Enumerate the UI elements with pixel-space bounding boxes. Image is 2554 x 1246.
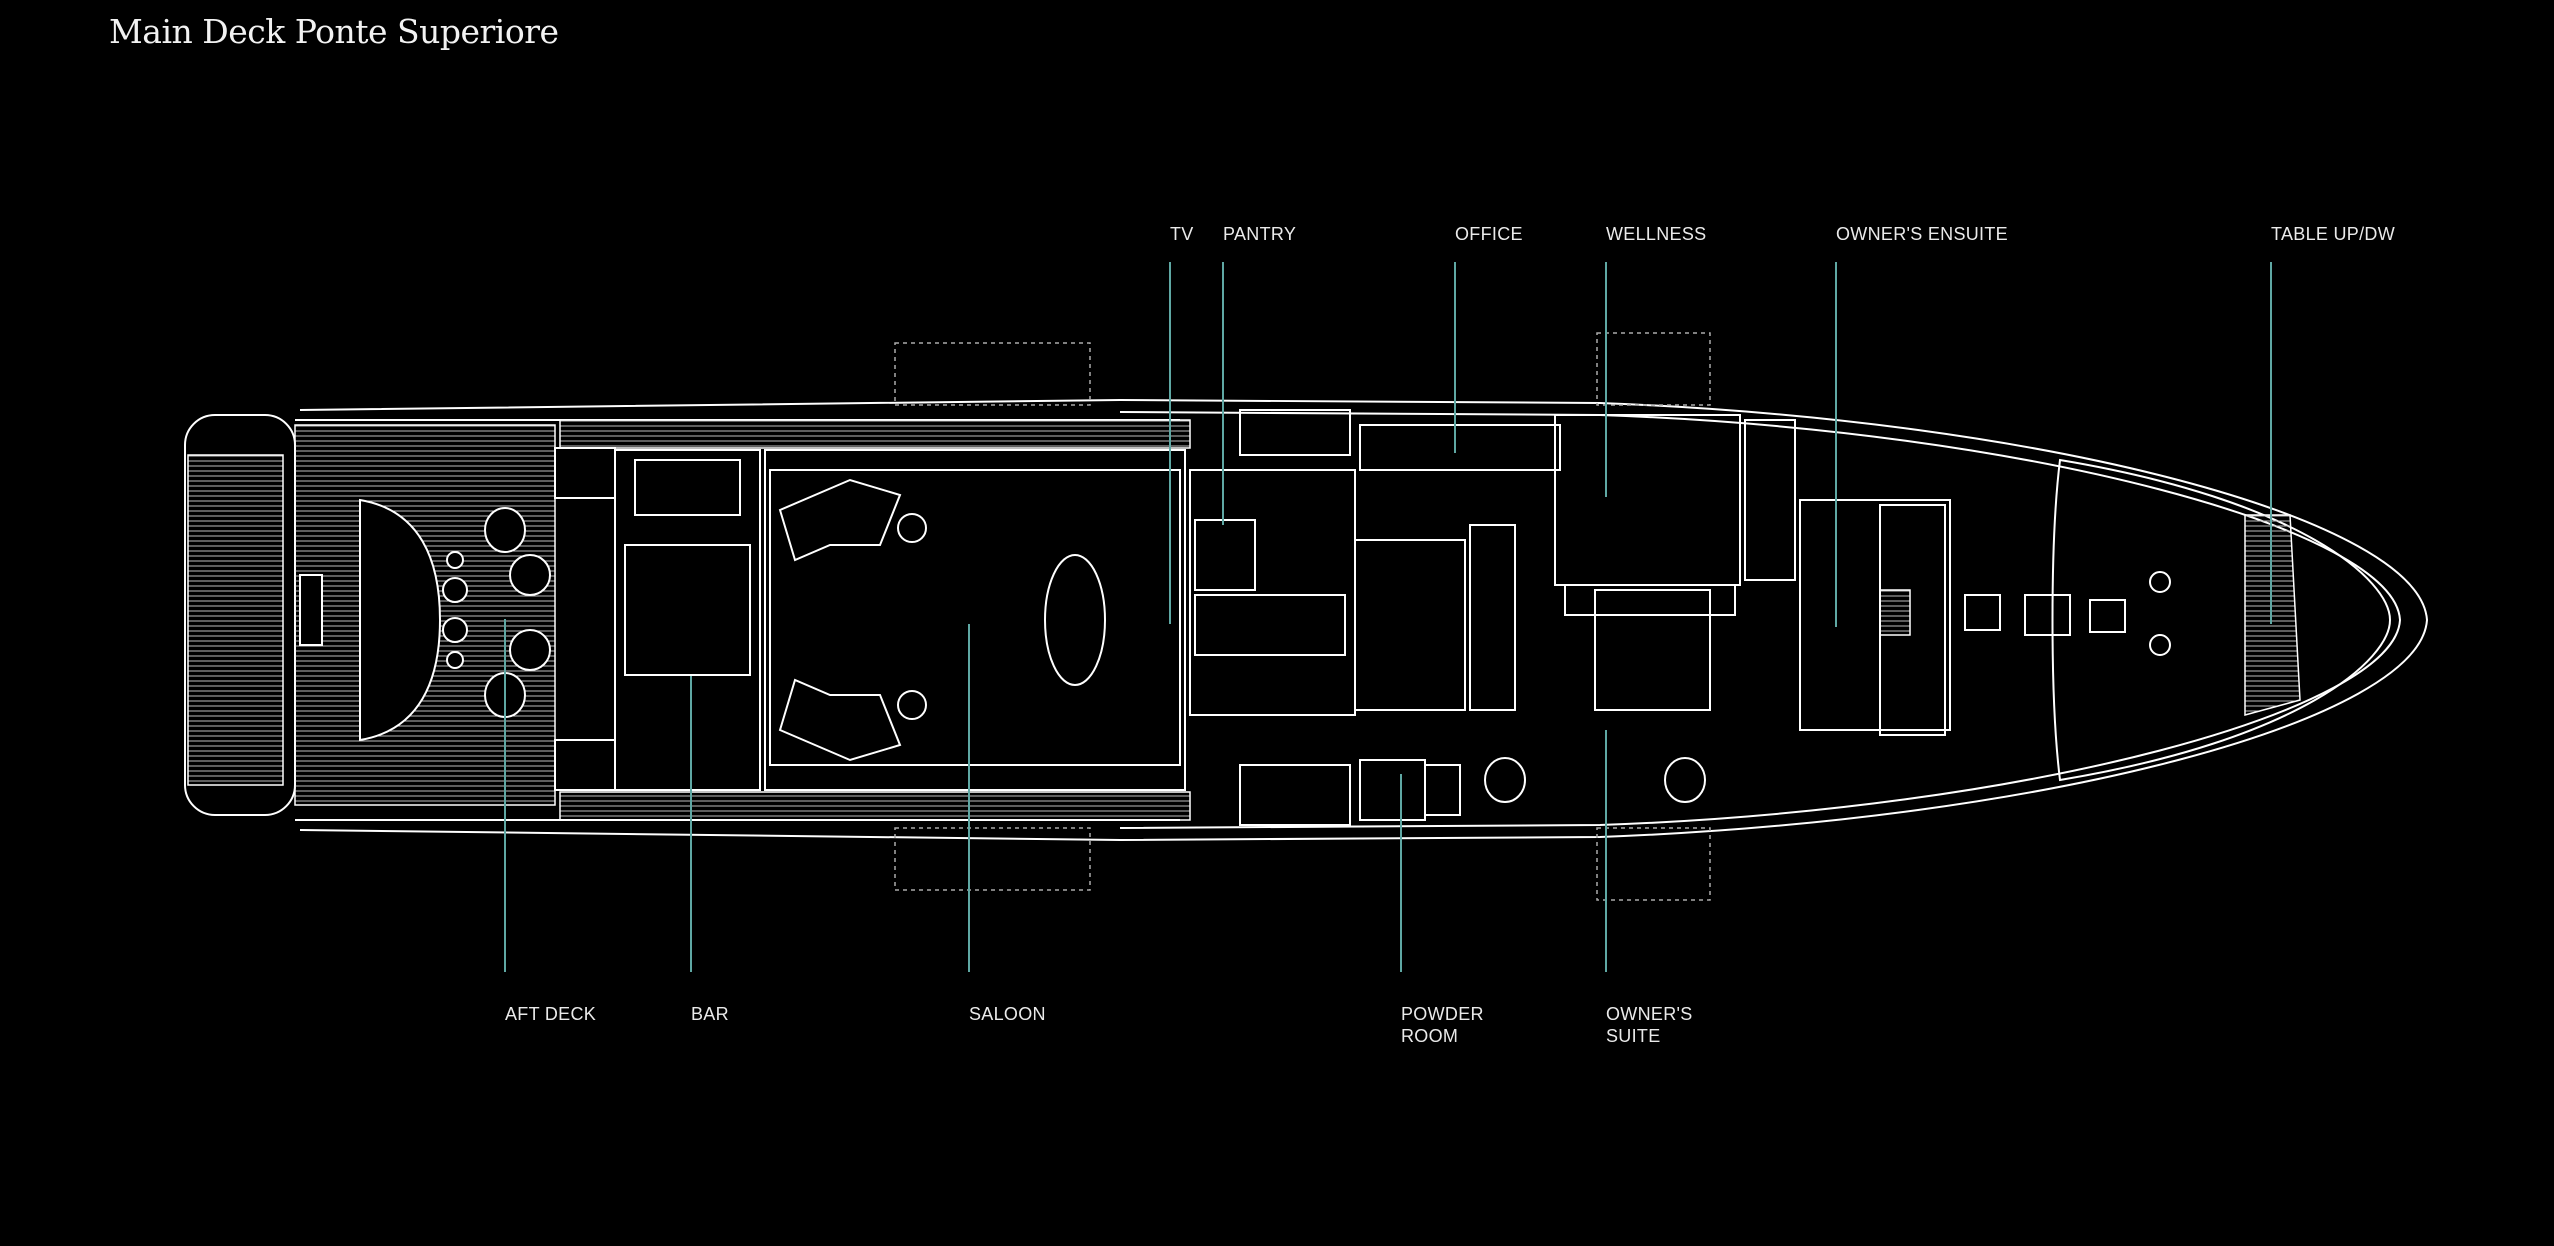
label-tv: TV: [1170, 224, 1194, 244]
label-bar: BAR: [691, 1004, 729, 1024]
label-owners-suite: OWNER'S SUITE: [1606, 1003, 1693, 1047]
label-powder-room: POWDER ROOM: [1401, 1003, 1484, 1047]
interior-rooms: [554, 409, 2171, 826]
leader-lines: [504, 262, 2272, 972]
label-owners-ensuite: OWNER'S ENSUITE: [1836, 224, 2008, 244]
label-wellness: WELLNESS: [1606, 224, 1707, 244]
aft-deck-seating: [299, 498, 551, 742]
label-table-up-dw: TABLE UP/DW: [2271, 224, 2395, 244]
label-saloon: SALOON: [969, 1004, 1046, 1024]
label-aft-deck: AFT DECK: [505, 1004, 597, 1024]
label-office: OFFICE: [1455, 224, 1523, 244]
deck-hatching: [187, 419, 2301, 821]
balcony-outlines: [894, 332, 1711, 901]
label-owners-suite-line1: OWNER'S: [1606, 1004, 1693, 1024]
page-title: Main Deck Ponte Superiore: [109, 12, 559, 51]
label-powder-room-line1: POWDER: [1401, 1004, 1484, 1024]
label-powder-room-line2: ROOM: [1401, 1026, 1459, 1046]
label-pantry: PANTRY: [1223, 224, 1297, 244]
label-owners-suite-line2: SUITE: [1606, 1026, 1661, 1046]
